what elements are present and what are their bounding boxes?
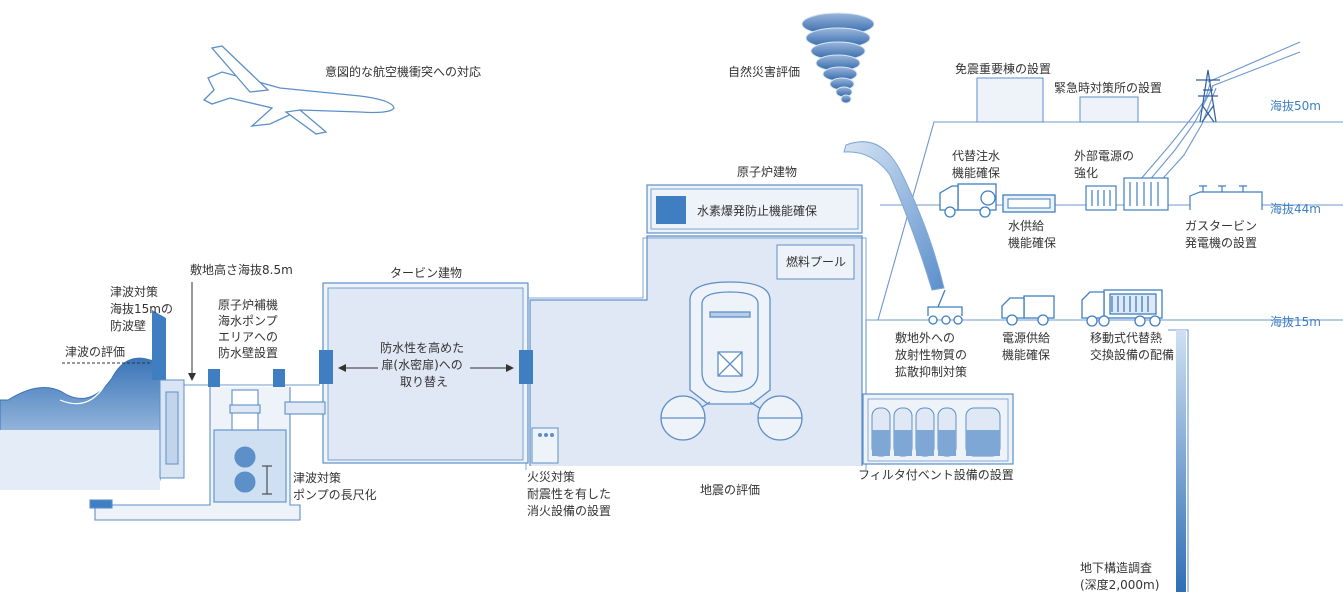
elevation-44m: 海抜44m xyxy=(1270,201,1321,216)
water-truck-icon xyxy=(939,183,997,218)
caption-ext-power: 外部電源の 強化 xyxy=(1074,148,1138,180)
caption-power-supply: 電源供給 機能確保 xyxy=(1002,331,1054,362)
sea-and-wave xyxy=(0,357,161,490)
watertight-door-left xyxy=(319,350,333,384)
hydrogen-prevention-block xyxy=(656,196,686,224)
caption-gas-turbine: ガスタービン 発電機の設置 xyxy=(1185,219,1261,250)
reactor-containment-icon xyxy=(660,281,803,441)
caption-pump-extension: 津波対策 ポンプの長尺化 xyxy=(293,471,377,502)
substation-icon xyxy=(1085,177,1169,211)
airplane-icon xyxy=(202,45,395,135)
gas-turbine-icon xyxy=(1189,185,1263,210)
emergency-office-building xyxy=(1079,96,1139,123)
pump-wall-left xyxy=(208,369,220,387)
seismic-isolated-building xyxy=(976,77,1044,123)
caption-dispersal: 敷地外への 放射性物質の 拡散抑制対策 xyxy=(895,330,971,379)
caption-quake-bldg: 免震重要棟の設置 xyxy=(955,61,1051,76)
dispersal-vehicle-icon xyxy=(927,289,963,325)
caption-plane: 意図的な航空機衝突への対応 xyxy=(325,64,481,79)
caption-fire: 火災対策 耐震性を有した 消火設備の設置 xyxy=(527,470,615,518)
elevation-15m: 海抜15m xyxy=(1270,314,1321,329)
transmission-tower-icon xyxy=(1196,69,1220,123)
caption-tornado: 自然災害評価 xyxy=(728,64,800,79)
caption-turbine-bldg: タービン建物 xyxy=(390,266,462,280)
caption-reactor-bldg: 原子炉建物 xyxy=(737,165,797,179)
seawater-pump-pit xyxy=(89,387,326,521)
water-spray-plume xyxy=(843,141,945,291)
fuel-pool xyxy=(776,244,855,280)
watertight-door-right xyxy=(519,350,533,384)
pump-wall-right xyxy=(273,369,285,387)
caption-quake-eval: 地震の評価 xyxy=(700,482,760,497)
caption-mobile-heat: 移動式代替熱 交換設備の配備 xyxy=(1090,331,1174,362)
filtered-vent-equipment xyxy=(862,393,1014,465)
heat-exchanger-truck-icon xyxy=(1081,289,1163,327)
tsunami-seawall xyxy=(152,310,185,479)
caption-underground: 地下構造調査 (深度2,000m) xyxy=(1080,561,1159,592)
caption-doors: 防水性を高めた 扉(水密扉)への 取り替え xyxy=(380,340,468,389)
caption-filter-vent: フィルタ付ベント設備の設置 xyxy=(858,467,1014,482)
caption-alt-injection: 代替注水 機能確保 xyxy=(952,148,1004,180)
borehole-shaft xyxy=(1176,330,1186,592)
caption-emergency-office: 緊急時対策所の設置 xyxy=(1054,80,1162,95)
fire-extinguishing-equipment xyxy=(531,427,559,464)
caption-pump-area: 原子炉補機 海水ポンプ エリアへの 防水壁設置 xyxy=(218,297,282,360)
caption-site-height: 敷地高さ海抜8.5m xyxy=(190,262,293,277)
borehole-casing xyxy=(1168,329,1189,592)
elevation-50m: 海抜50m xyxy=(1270,98,1321,113)
power-lines xyxy=(1139,41,1301,187)
turbine-building xyxy=(322,282,529,464)
tornado-icon xyxy=(801,12,875,104)
caption-tsunami-eval: 津波の評価 xyxy=(65,344,125,359)
caption-fuel-pool: 燃料プール xyxy=(786,254,846,269)
caption-water-supply: 水供給 機能確保 xyxy=(1008,219,1056,250)
power-supply-truck-icon xyxy=(1001,295,1055,326)
caption-tsunami-wall: 津波対策 海抜15mの 防波壁 xyxy=(110,285,177,333)
caption-h2-prevention: 水素爆発防止機能確保 xyxy=(697,203,817,218)
